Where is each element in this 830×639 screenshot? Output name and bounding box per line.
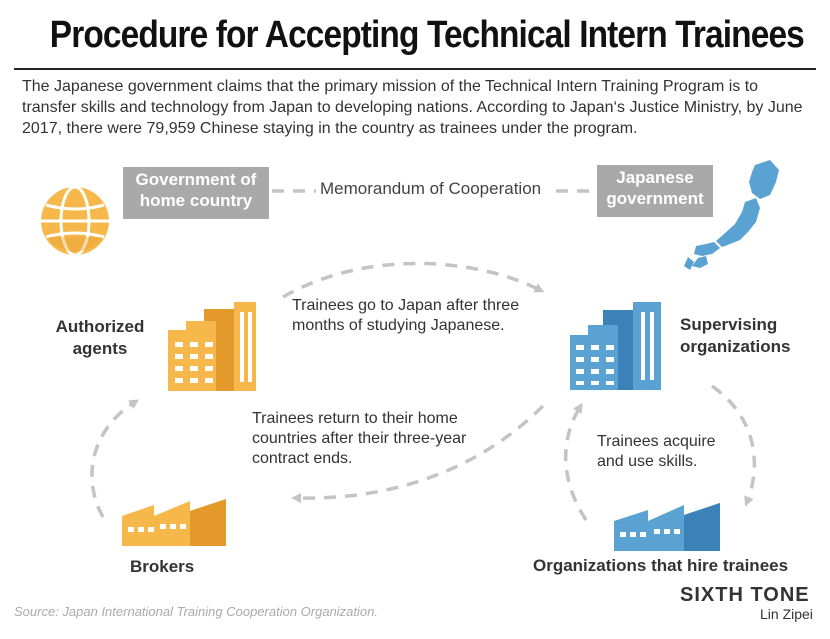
arrow-supervising-to-orgs bbox=[710, 384, 757, 507]
skill-note: Trainees acquire and use skills. bbox=[597, 432, 737, 472]
source-note: Source: Japan International Training Coo… bbox=[14, 604, 378, 619]
gov-home-line-2: home country bbox=[139, 191, 253, 210]
gov-home-line-1: Government of bbox=[135, 170, 257, 189]
return-note: Trainees return to their home countries … bbox=[252, 409, 512, 469]
brand-logo: SIXTH TONE bbox=[680, 584, 810, 606]
title-divider bbox=[14, 68, 816, 70]
return-note-line-2: countries after their three-year bbox=[252, 430, 467, 447]
japan-map-icon bbox=[684, 160, 779, 270]
arrow-agents-to-supervising bbox=[282, 261, 545, 299]
intro-paragraph: The Japanese government claims that the … bbox=[22, 78, 803, 137]
return-note-line-1: Trainees return to their home bbox=[252, 410, 458, 427]
globe-icon bbox=[41, 185, 109, 257]
go-note-line-2: months of studying Japanese. bbox=[292, 317, 505, 334]
arrow-orgs-to-supervising bbox=[564, 402, 588, 521]
skill-note-line-2: and use skills. bbox=[597, 453, 698, 470]
page-title: Procedure for Accepting Technical Intern… bbox=[49, 14, 805, 56]
agents-label: Authorized agents bbox=[40, 316, 160, 360]
supervising-line-1: Supervising bbox=[680, 315, 778, 334]
building-blue-icon bbox=[570, 302, 661, 390]
go-note: Trainees go to Japan after three months … bbox=[292, 296, 552, 336]
go-note-line-1: Trainees go to Japan after three bbox=[292, 297, 520, 314]
gov-japan-line-1: Japanese bbox=[616, 168, 694, 187]
gov-japan-box: Japanese government bbox=[597, 165, 713, 217]
arrow-brokers-to-agents bbox=[90, 399, 140, 518]
return-note-line-3: contract ends. bbox=[252, 450, 353, 467]
agents-line-1: Authorized bbox=[55, 317, 145, 336]
connector-lines bbox=[90, 189, 757, 521]
gov-home-box: Government of home country bbox=[123, 167, 269, 219]
supervising-line-2: organizations bbox=[680, 337, 791, 356]
agents-line-2: agents bbox=[72, 339, 128, 358]
factory-blue-icon bbox=[614, 503, 720, 551]
orgs-label: Organizations that hire trainees bbox=[533, 556, 789, 575]
factory-orange-icon bbox=[122, 499, 226, 546]
author-credit: Lin Zipei bbox=[760, 606, 813, 622]
building-orange-icon bbox=[168, 302, 256, 391]
brokers-label: Brokers bbox=[130, 557, 195, 576]
supervising-label: Supervising organizations bbox=[680, 314, 810, 358]
gov-japan-line-2: government bbox=[606, 189, 704, 208]
arrow-supervising-to-agents bbox=[291, 404, 545, 504]
skill-note-line-1: Trainees acquire bbox=[597, 433, 716, 450]
memo-label: Memorandum of Cooperation bbox=[320, 179, 542, 198]
